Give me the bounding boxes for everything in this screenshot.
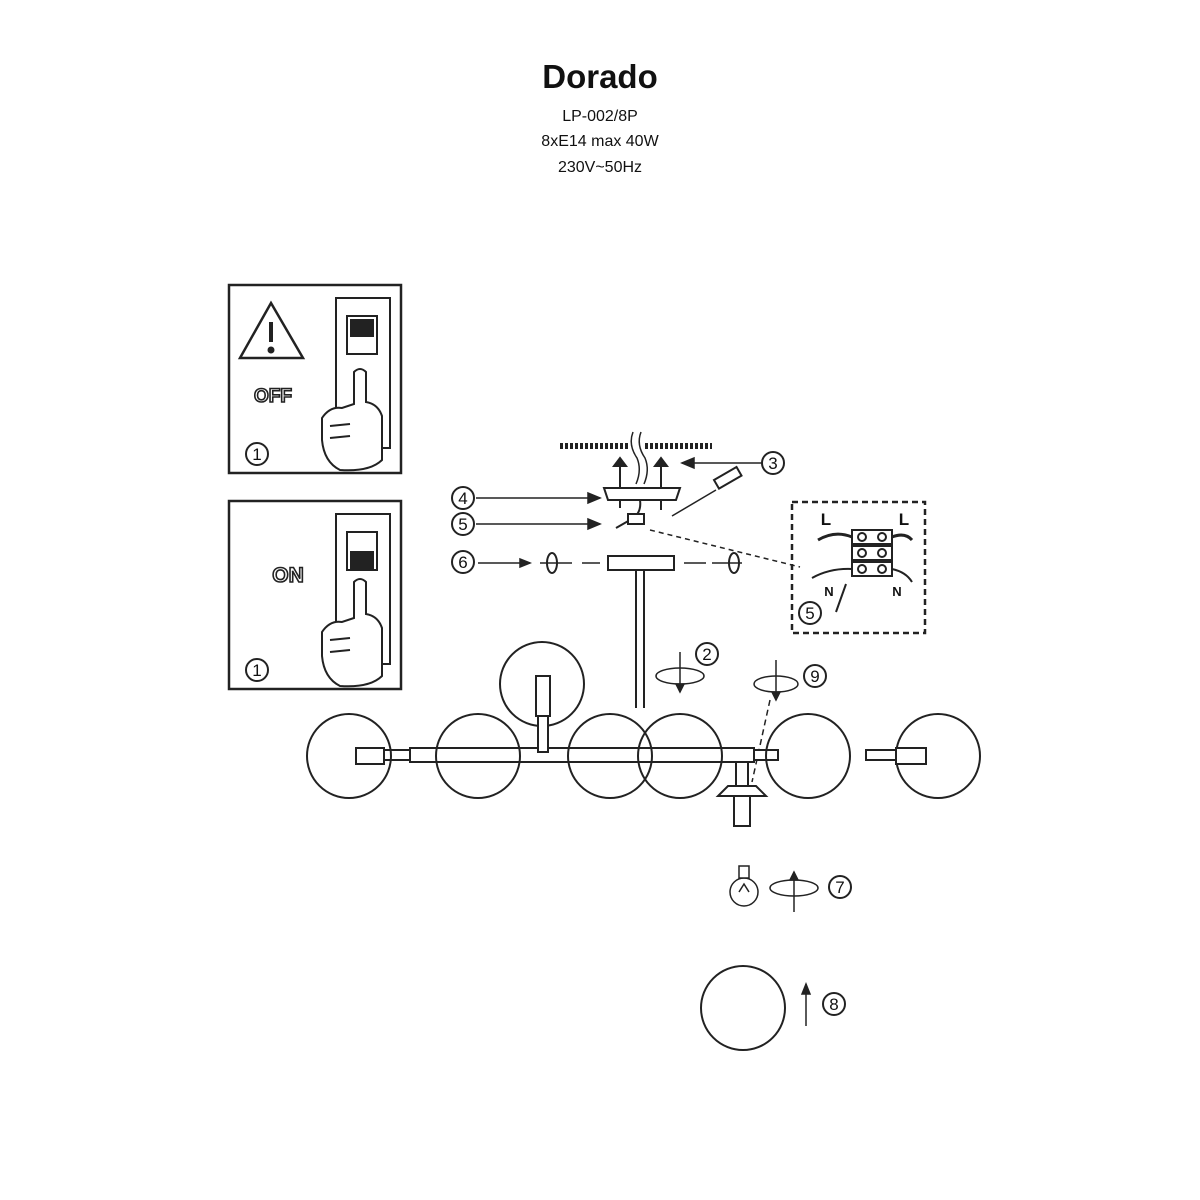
wire-live-left: L <box>821 510 831 529</box>
bulb-icon <box>729 865 759 907</box>
on-label: ON <box>272 564 304 587</box>
wire-connector <box>615 499 645 529</box>
rotate-arrow-icon <box>769 870 819 912</box>
decorative-nut-right <box>712 552 742 574</box>
screwdriver-icon <box>671 465 743 517</box>
ceiling <box>560 431 712 485</box>
step-8: 8 <box>829 995 838 1014</box>
step-5-detail: 5 <box>805 604 814 623</box>
step-3: 3 <box>768 454 777 473</box>
pointer-arrows <box>476 456 762 569</box>
step-7: 7 <box>835 878 844 897</box>
wire-neutral-left: N <box>824 584 833 599</box>
panel-switch-off: OFF 1 <box>227 283 403 475</box>
hand-pointer-icon <box>321 368 383 472</box>
wiring-detail: L L N N 5 <box>790 500 927 635</box>
power-spec: 230V~50Hz <box>557 159 643 176</box>
product-title: Dorado <box>542 58 658 95</box>
decorative-nut-left <box>540 552 572 574</box>
step-2: 2 <box>702 645 711 664</box>
rotate-arrow-icon <box>753 660 799 702</box>
step-1-off: 1 <box>252 445 261 464</box>
chandelier <box>306 641 981 827</box>
mounting-bracket <box>602 487 682 510</box>
rotate-arrow-icon <box>655 652 705 694</box>
glass-shade <box>700 965 786 1051</box>
model-number: LP-002/8P <box>562 108 638 125</box>
panel-switch-on: ON 1 <box>227 499 403 691</box>
mounting-screws <box>612 456 669 488</box>
up-arrow-icon <box>800 981 812 1026</box>
wire-live-right: L <box>899 510 909 529</box>
lamp-spec: 8xE14 max 40W <box>541 133 659 150</box>
step-5: 5 <box>458 515 467 534</box>
step-1-on: 1 <box>252 661 261 680</box>
step-6: 6 <box>458 553 467 572</box>
wire-neutral-right: N <box>892 584 901 599</box>
canopy <box>582 555 706 708</box>
step-9: 9 <box>810 667 819 686</box>
hand-pointer-icon <box>321 578 383 688</box>
off-label: OFF <box>254 386 292 407</box>
warning-icon <box>237 300 306 360</box>
step-4: 4 <box>458 489 467 508</box>
step-callouts: 3 4 5 6 2 9 7 8 <box>451 451 852 1016</box>
